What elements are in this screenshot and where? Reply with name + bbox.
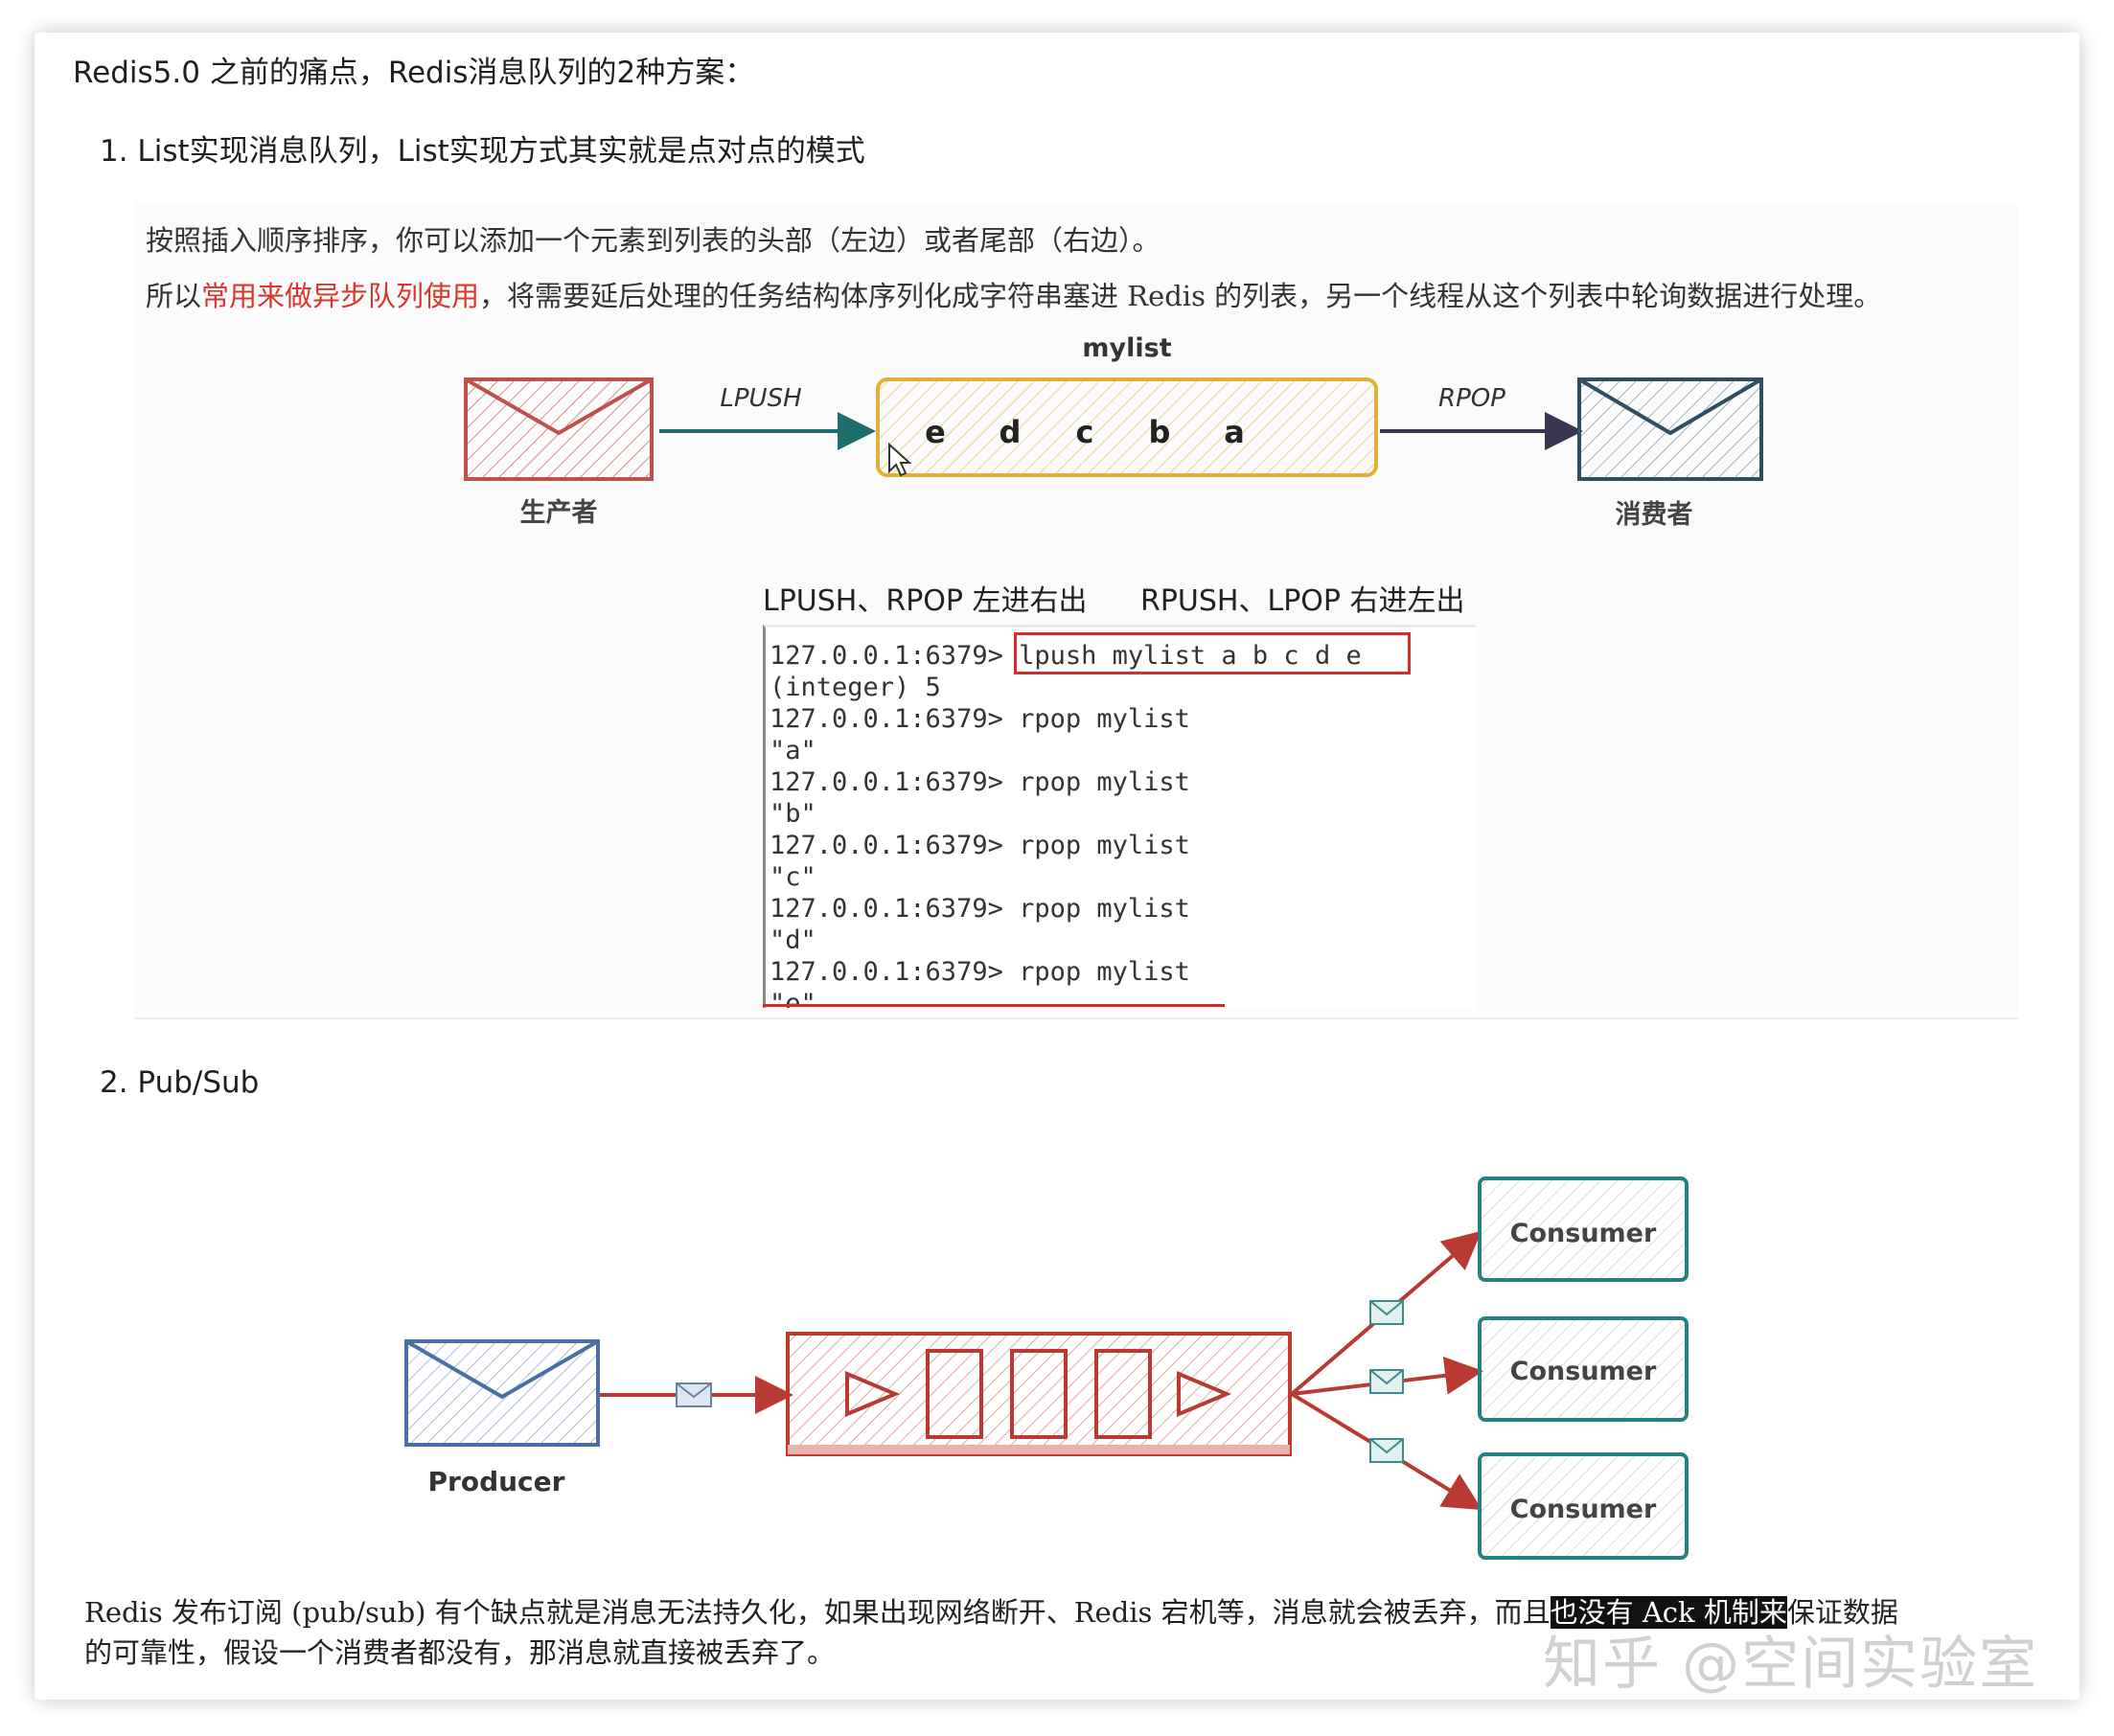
list-description-2: 所以常用来做异步队列使用，将需要延后处理的任务结构体序列化成字符串塞进 Redi… <box>146 274 1881 314</box>
terminal-line: "e" <box>770 989 816 1008</box>
pubsub-description-line-1: Redis 发布订阅 (pub/sub) 有个缺点就是消息无法持久化，如果出现网… <box>84 1590 1898 1631</box>
producer-envelope-icon <box>464 377 654 481</box>
consumer-box-3: Consumer <box>1478 1452 1689 1560</box>
para2-prefix: 所以 <box>146 280 202 312</box>
rpop-label: RPOP <box>1438 384 1505 413</box>
channel-box <box>786 1332 1292 1456</box>
queue-item-b: b <box>1149 414 1171 450</box>
terminal-line: 127.0.0.1:6379> lpush mylist a b c d e <box>770 641 1362 671</box>
queue-item-a: a <box>1224 414 1245 450</box>
consumer-box-2: Consumer <box>1478 1316 1689 1422</box>
consumer-label-3: Consumer <box>1510 1495 1657 1524</box>
pubsub-desc-highlight: 也没有 Ack 机制来 <box>1550 1596 1787 1629</box>
consumer-label-2: Consumer <box>1510 1357 1657 1386</box>
queue-item-d: d <box>1000 414 1022 450</box>
para2-highlight: 常用来做异步队列使用 <box>201 280 480 312</box>
queue-item-c: c <box>1076 414 1094 450</box>
terminal-line: "a" <box>770 736 816 765</box>
consumer-label-1: Consumer <box>1510 1219 1657 1248</box>
terminal-line: "c" <box>770 862 816 892</box>
lpush-label: LPUSH <box>720 384 801 413</box>
watermark: 知乎 @空间实验室 <box>1543 1631 2039 1698</box>
pubsub-producer-label: Producer <box>428 1466 565 1497</box>
list-item-1: 1. List实现消息队列，List实现方式其实就是点对点的模式 <box>100 134 865 169</box>
terminal-red-underline <box>763 1004 1225 1007</box>
terminal-line: (integer) 5 <box>770 673 941 702</box>
message-icon <box>1369 1438 1404 1463</box>
queue-title: mylist <box>1082 333 1171 363</box>
message-icon <box>1369 1300 1404 1325</box>
lpush-rpop-caption: LPUSH、RPOP 左进右出 <box>763 584 1088 618</box>
pubsub-description-line-2: 的可靠性，假设一个消费者都没有，那消息就直接被丢弃了。 <box>84 1636 836 1669</box>
list-item-2: 2. Pub/Sub <box>100 1065 260 1100</box>
pubsub-desc-a: Redis 发布订阅 (pub/sub) 有个缺点就是消息无法持久化，如果出现网… <box>84 1596 1551 1629</box>
terminal-line: 127.0.0.1:6379> rpop mylist <box>770 767 1190 797</box>
terminal-line: "d" <box>770 925 816 955</box>
queue-box <box>876 377 1378 477</box>
terminal-line: 127.0.0.1:6379> rpop mylist <box>770 957 1190 987</box>
list-description-1: 按照插入顺序排序，你可以添加一个元素到列表的头部（左边）或者尾部（右边）。 <box>146 224 1160 257</box>
redis-cli-terminal: 127.0.0.1:6379> lpush mylist a b c d e (… <box>763 625 1476 1008</box>
consumer-envelope-icon <box>1577 377 1763 481</box>
terminal-line: 127.0.0.1:6379> rpop mylist <box>770 831 1190 860</box>
terminal-line: "b" <box>770 799 816 829</box>
lpush-command-highlight <box>1014 632 1411 674</box>
terminal-line: 127.0.0.1:6379> rpop mylist <box>770 894 1190 924</box>
rpush-lpop-caption: RPUSH、LPOP 右进左出 <box>1140 584 1465 618</box>
queue-item-e: e <box>925 414 946 450</box>
producer-label: 生产者 <box>520 498 598 528</box>
page-heading: Redis5.0 之前的痛点，Redis消息队列的2种方案： <box>73 56 755 90</box>
consumer-box-1: Consumer <box>1478 1176 1689 1282</box>
mouse-cursor-icon <box>888 442 912 477</box>
consumer-label: 消费者 <box>1616 500 1693 530</box>
message-icon <box>1369 1369 1404 1394</box>
terminal-line: 127.0.0.1:6379> rpop mylist <box>770 704 1190 734</box>
pubsub-producer-envelope-icon <box>404 1339 600 1447</box>
pubsub-desc-b: 保证数据 <box>1786 1596 1898 1629</box>
message-icon <box>676 1382 712 1407</box>
para2-rest: ，将需要延后处理的任务结构体序列化成字符串塞进 Redis 的列表，另一个线程从… <box>479 280 1882 312</box>
